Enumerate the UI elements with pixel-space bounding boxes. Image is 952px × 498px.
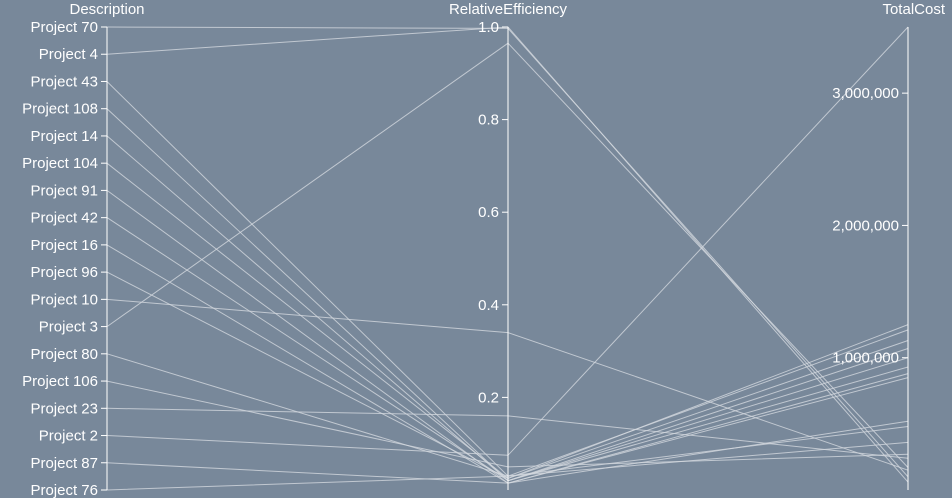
tick-label: Project 106 bbox=[22, 373, 98, 390]
tick-label: Project 3 bbox=[39, 319, 98, 336]
axis-totalcost: TotalCost 1,000,000 2,000,000 3,000,000 bbox=[832, 1, 946, 490]
tick-label: Project 104 bbox=[22, 155, 98, 172]
tick-label: Project 2 bbox=[39, 428, 98, 445]
tick-label: Project 16 bbox=[30, 237, 98, 254]
tick-label: Project 4 bbox=[39, 46, 98, 63]
axis-relativeefficiency: RelativeEfficiency 0.2 0.4 0.6 0.8 1.0 bbox=[449, 1, 568, 490]
tick-label: Project 76 bbox=[30, 482, 98, 498]
tick-label: Project 70 bbox=[30, 19, 98, 36]
tick-label: 0.6 bbox=[478, 204, 499, 221]
tick-label: Project 43 bbox=[30, 73, 98, 90]
tick-label: Project 10 bbox=[30, 291, 98, 308]
tick-label: Project 80 bbox=[30, 346, 98, 363]
tick-label: 1.0 bbox=[478, 19, 499, 36]
axis-title: Description bbox=[69, 1, 144, 18]
tick-label: 0.8 bbox=[478, 112, 499, 129]
tick-label: 2,000,000 bbox=[832, 217, 899, 234]
tick-label: Project 14 bbox=[30, 128, 98, 145]
tick-label: 0.4 bbox=[478, 297, 499, 314]
tick-label: Project 23 bbox=[30, 400, 98, 417]
tick-label: Project 87 bbox=[30, 455, 98, 472]
tick-label: 0.2 bbox=[478, 389, 499, 406]
axis-title: RelativeEfficiency bbox=[449, 1, 568, 18]
tick-label: Project 96 bbox=[30, 264, 98, 281]
tick-label: 3,000,000 bbox=[832, 85, 899, 102]
tick-label: Project 42 bbox=[30, 210, 98, 227]
axis-title: TotalCost bbox=[882, 1, 945, 18]
tick-label: 1,000,000 bbox=[832, 350, 899, 367]
tick-label: Project 108 bbox=[22, 101, 98, 118]
tick-label: Project 91 bbox=[30, 182, 98, 199]
